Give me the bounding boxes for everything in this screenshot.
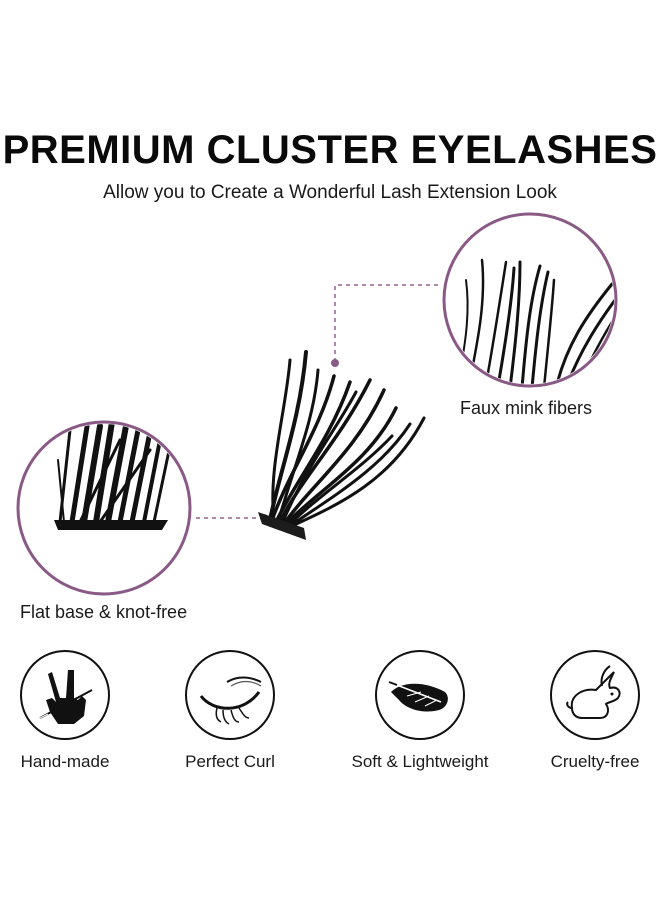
zoom-circle-fibers — [442, 212, 618, 388]
page-subtitle: Allow you to Create a Wonderful Lash Ext… — [103, 182, 557, 203]
leader-line-fibers — [334, 284, 442, 362]
feature-perfect-curl: Perfect Curl — [155, 650, 305, 772]
hand-peace-icon — [39, 670, 93, 724]
feature-label: Soft & Lightweight — [351, 752, 489, 771]
feature-label: Perfect Curl — [185, 752, 275, 771]
feather-icon — [388, 681, 448, 712]
feature-ring — [20, 650, 110, 740]
product-illustration — [16, 212, 618, 596]
lash-band — [258, 512, 306, 540]
callout-faux-mink-fibers: Faux mink fibers — [460, 398, 593, 418]
curl-lash-icon — [199, 676, 262, 725]
leader-dot-fibers — [331, 359, 339, 367]
feature-ring — [550, 650, 640, 740]
page-title: PREMIUM CLUSTER EYELASHES — [2, 128, 658, 172]
feature-ring — [185, 650, 275, 740]
feature-soft-lightweight: Soft & Lightweight — [345, 650, 495, 772]
callout-flat-base: Flat base & knot-free — [20, 602, 188, 622]
feature-hand-made: Hand-made — [0, 650, 140, 772]
feature-ring — [375, 650, 465, 740]
zoom-circle-base — [16, 420, 192, 596]
feature-label: Cruelty-free — [550, 752, 640, 771]
lash-cluster — [268, 350, 426, 528]
rabbit-icon — [566, 665, 621, 719]
feature-cruelty-free: Cruelty-free — [520, 650, 660, 772]
feature-label: Hand-made — [20, 752, 110, 771]
